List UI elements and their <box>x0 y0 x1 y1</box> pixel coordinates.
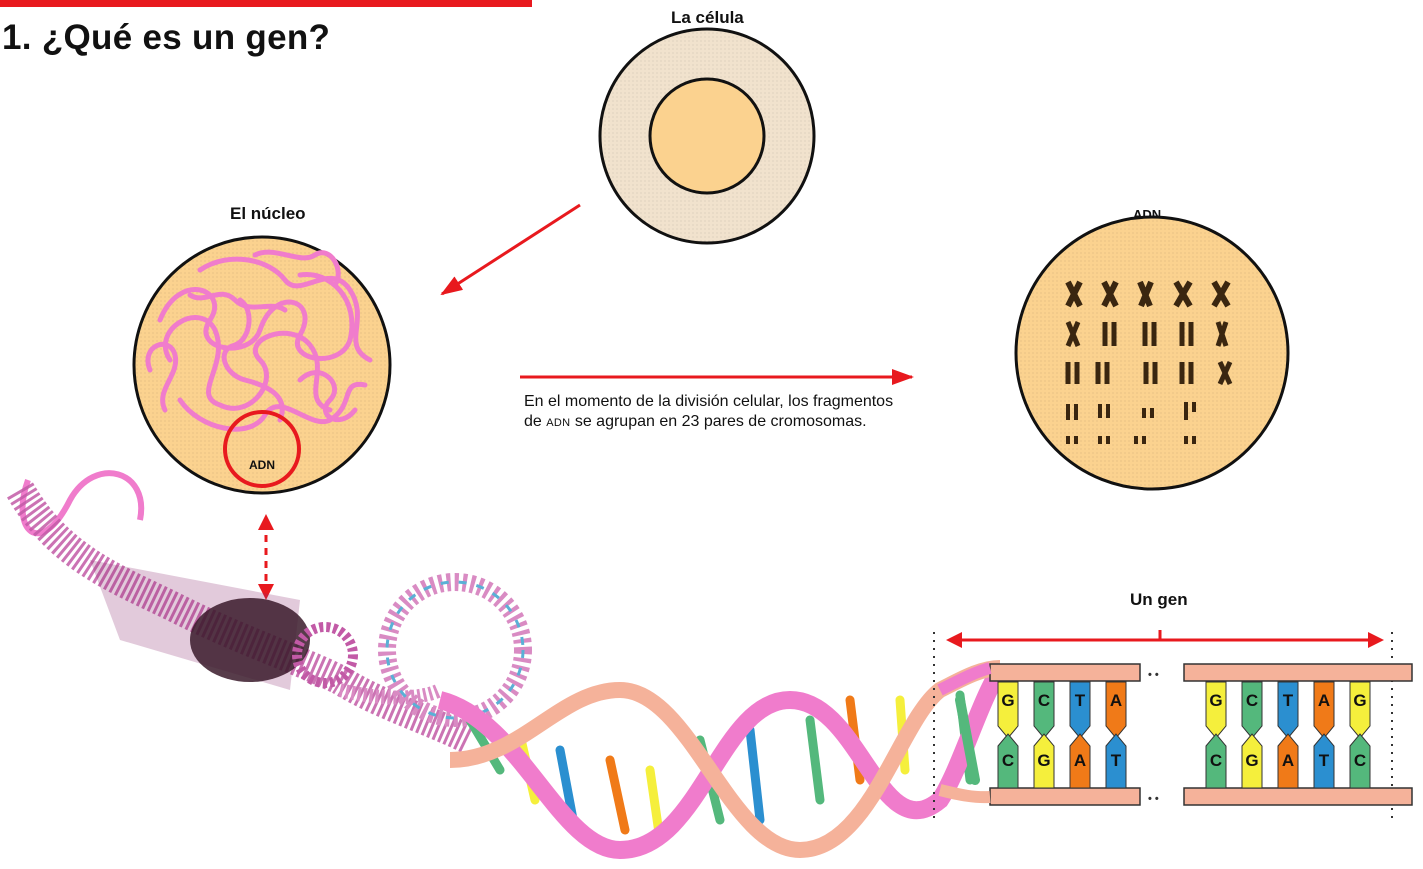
base-letter: G <box>1037 751 1050 770</box>
base-letter: T <box>1319 751 1330 770</box>
base-letter: C <box>1354 751 1366 770</box>
base-letter: C <box>1038 691 1050 710</box>
base-letter: A <box>1110 691 1122 710</box>
base-letter: G <box>1001 691 1014 710</box>
gene-span-arrow <box>946 630 1384 648</box>
gene-bases-group-1: G C C G T A A T <box>998 682 1126 788</box>
base-pair: C G <box>1034 682 1054 788</box>
base-letter: C <box>1002 751 1014 770</box>
svg-text:• •: • • <box>1148 793 1159 805</box>
base-letter: C <box>1246 691 1258 710</box>
base-pair: A T <box>1106 682 1126 788</box>
nucleus-dna-double-arrow <box>258 514 274 600</box>
base-letter: T <box>1111 751 1122 770</box>
dna-circle-label: ADN <box>249 458 275 472</box>
svg-text:• •: • • <box>1148 669 1159 681</box>
cell-to-nucleus-arrow <box>442 205 580 294</box>
base-letter: A <box>1282 751 1294 770</box>
dna-double-helix <box>440 668 1000 850</box>
base-pair: T A <box>1278 682 1298 788</box>
base-pair: C G <box>1242 682 1262 788</box>
base-pair: G C <box>1350 682 1370 788</box>
base-letter: G <box>1209 691 1222 710</box>
base-letter: T <box>1283 691 1294 710</box>
nucleus-illustration: ADN <box>134 237 390 493</box>
gene-bases-group-2: G C C G T A A T G C <box>1206 682 1370 788</box>
base-letter: G <box>1245 751 1258 770</box>
base-letter: A <box>1074 751 1086 770</box>
base-letter: A <box>1318 691 1330 710</box>
title-accent-bar-shape <box>0 0 532 7</box>
base-pair: G C <box>1206 682 1226 788</box>
base-letter: C <box>1210 751 1222 770</box>
base-pair: G C <box>998 682 1018 788</box>
base-pair: A T <box>1314 682 1334 788</box>
base-letter: T <box>1075 691 1086 710</box>
base-letter: G <box>1353 691 1366 710</box>
cell-illustration <box>600 29 814 243</box>
base-pair: T A <box>1070 682 1090 788</box>
chromosomes-illustration <box>1016 217 1288 489</box>
